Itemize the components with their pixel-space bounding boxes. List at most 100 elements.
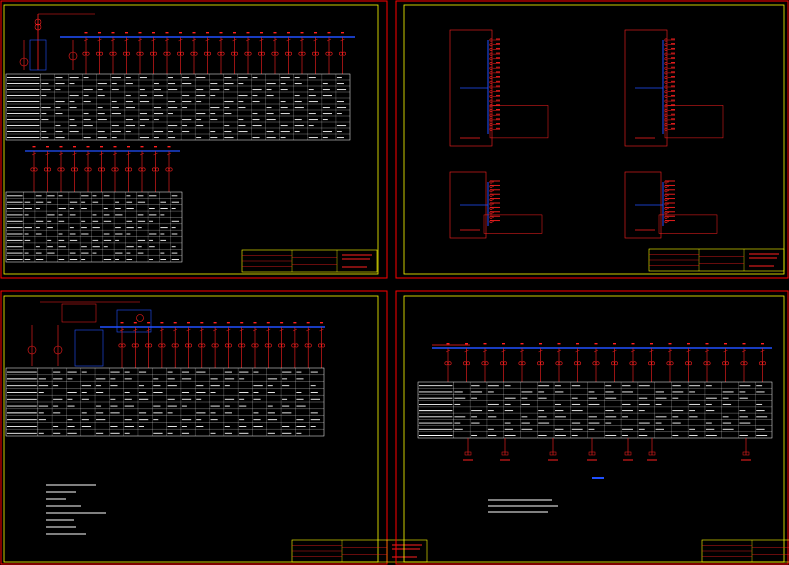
feeder xyxy=(57,146,65,192)
breaker-symbol xyxy=(161,343,166,348)
title-block xyxy=(241,249,378,273)
sheet-2-frame xyxy=(403,4,785,275)
feeder-tag xyxy=(240,322,244,324)
switch-contact xyxy=(612,349,617,353)
switch-contact xyxy=(164,38,170,42)
sub-panel-box xyxy=(483,214,543,234)
feeder xyxy=(224,322,232,368)
feeder-tag xyxy=(594,343,598,345)
feeder-tag xyxy=(98,32,101,34)
feeder xyxy=(518,343,526,382)
sheet-2[interactable] xyxy=(395,0,789,279)
branch-breaker xyxy=(664,80,668,84)
breaker-symbol xyxy=(447,361,452,366)
breaker-symbol xyxy=(139,51,144,56)
switch-contact xyxy=(173,328,178,332)
feeder-schedule xyxy=(417,381,773,439)
feeder xyxy=(271,32,279,74)
feeder xyxy=(125,146,133,192)
feeder-tag xyxy=(557,343,561,345)
breaker-symbol xyxy=(121,343,126,348)
title-block xyxy=(648,248,785,272)
feeder-tag xyxy=(483,343,487,345)
sheet-3[interactable] xyxy=(0,290,428,565)
feeder xyxy=(740,343,748,382)
sheet-1[interactable] xyxy=(0,0,388,279)
feeder xyxy=(163,32,171,74)
feeder xyxy=(311,32,320,74)
feeder xyxy=(44,146,52,192)
switch-contact xyxy=(306,328,311,332)
switch-contact xyxy=(110,38,116,42)
feeder-tag xyxy=(127,146,130,148)
feeder xyxy=(136,32,144,74)
feeder xyxy=(230,32,239,74)
switch-contact xyxy=(272,38,278,42)
breaker-symbol xyxy=(614,361,619,366)
incoming-section xyxy=(27,301,152,367)
switch-contact xyxy=(137,38,143,42)
cable-marker xyxy=(501,451,509,456)
feeder xyxy=(722,343,730,382)
feeder-tag xyxy=(327,32,331,34)
feeder xyxy=(203,32,212,74)
breaker-symbol xyxy=(484,361,489,366)
feeder xyxy=(592,343,600,382)
breaker-symbol xyxy=(688,361,693,366)
cable-marker xyxy=(648,451,656,456)
incoming-panel xyxy=(29,39,47,71)
switch-contact xyxy=(464,349,469,353)
legend-mark xyxy=(592,477,604,479)
feeder-tag xyxy=(147,322,151,324)
branch-breaker xyxy=(489,52,493,56)
breaker-symbol xyxy=(99,51,104,56)
branch-breaker xyxy=(489,90,493,94)
feeder xyxy=(158,322,166,368)
switch-contact xyxy=(212,328,218,332)
branch-breaker xyxy=(664,52,668,56)
feeder xyxy=(444,343,452,382)
breaker-symbol xyxy=(669,361,674,366)
feeder-tag xyxy=(705,343,709,345)
switch-contact xyxy=(245,38,251,42)
switch-contact xyxy=(139,152,145,156)
feeder xyxy=(171,322,179,368)
breaker-symbol xyxy=(261,51,266,56)
feeder xyxy=(703,343,711,382)
feeder-tag xyxy=(219,32,223,34)
feeder xyxy=(462,343,471,382)
switch-contact xyxy=(593,349,599,353)
breaker-symbol xyxy=(193,51,198,56)
feeder-tag xyxy=(320,322,323,324)
feeder-tag xyxy=(260,32,263,34)
feeder xyxy=(685,343,693,382)
panel-schedule xyxy=(624,29,724,147)
feeder-tag xyxy=(341,32,344,34)
feeder-tag xyxy=(233,32,236,34)
feeder xyxy=(145,322,153,368)
breaker-symbol xyxy=(141,167,146,172)
breaker-symbol xyxy=(328,51,333,56)
feeder-tag xyxy=(446,343,450,345)
breaker-symbol xyxy=(33,167,38,172)
sheet-3-frame xyxy=(3,295,379,563)
general-notes xyxy=(46,484,106,535)
feeder xyxy=(165,146,173,192)
feeder-tag xyxy=(140,146,144,148)
incoming-section xyxy=(19,13,95,71)
feeder xyxy=(84,146,92,192)
feeder-tag xyxy=(86,146,90,148)
switch-contact xyxy=(112,152,118,156)
branch-breaker xyxy=(664,47,668,51)
sheet-4[interactable] xyxy=(395,290,789,565)
switch-contact xyxy=(519,349,525,353)
branch-breaker xyxy=(489,76,493,80)
switch-contact xyxy=(649,349,654,353)
feeder-tag xyxy=(111,32,115,34)
feeder xyxy=(759,343,767,382)
feeder xyxy=(190,32,198,74)
switch-contact xyxy=(556,349,562,353)
feeder xyxy=(304,322,312,368)
table-border xyxy=(5,191,183,263)
breaker-symbol xyxy=(128,167,133,172)
